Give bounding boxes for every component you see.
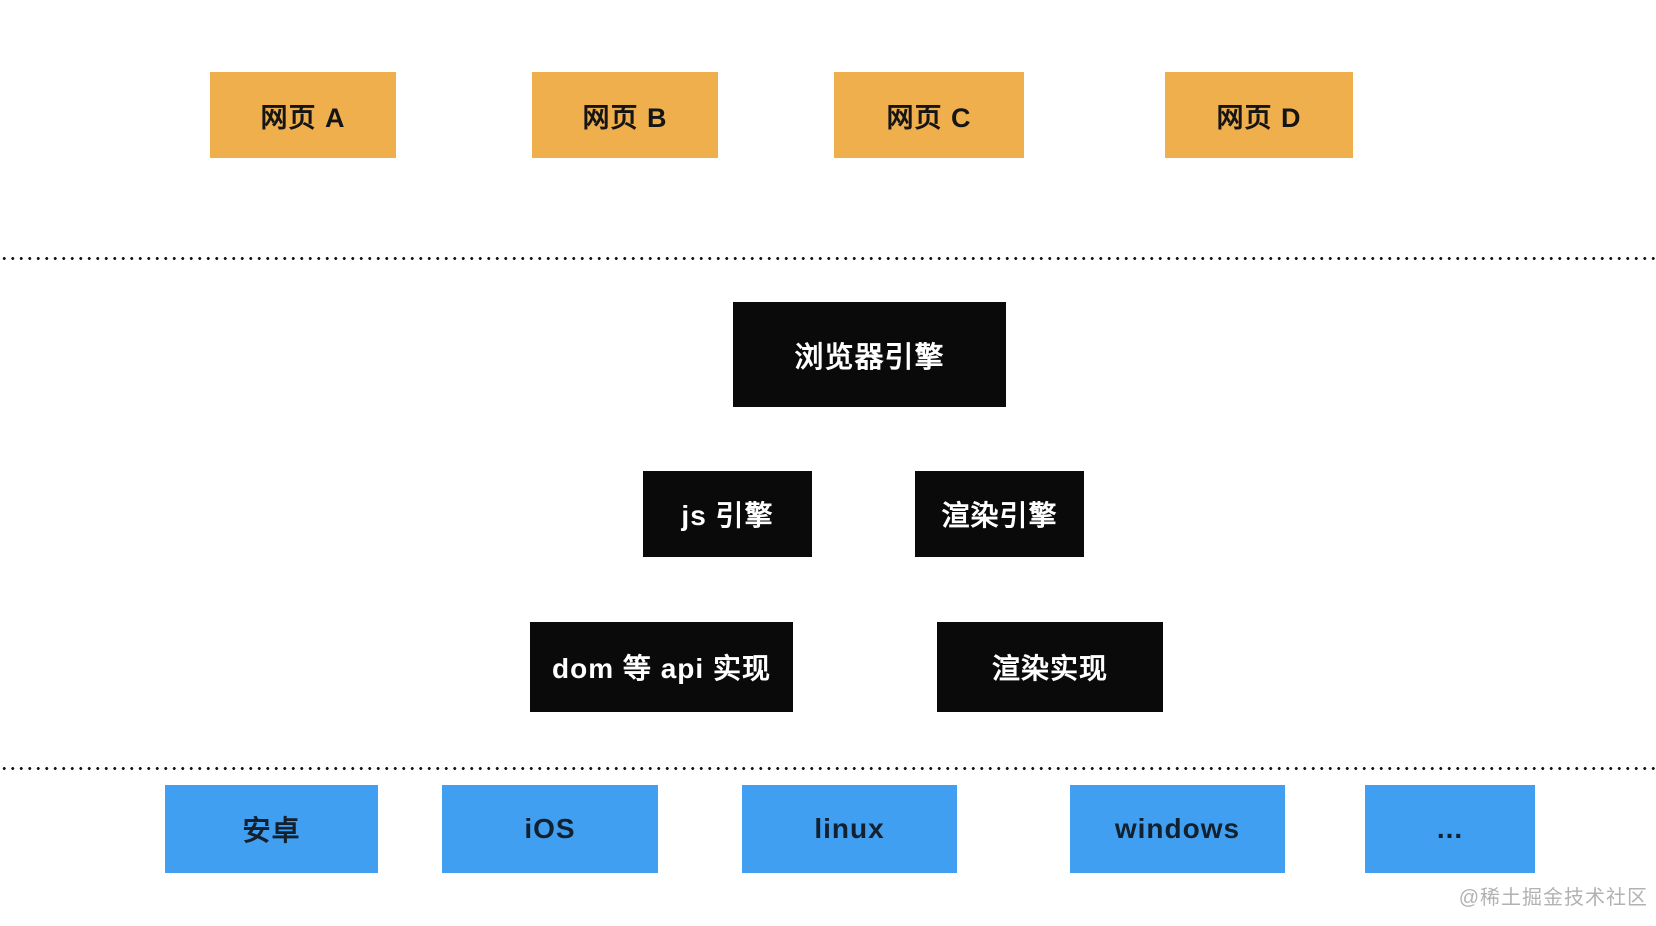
platform-box-windows: windows — [1070, 785, 1285, 873]
juejin-watermark: @稀土掘金技术社区 — [1458, 887, 1648, 909]
web-page-box-b: 网页 B — [532, 72, 718, 158]
web-page-box-a: 网页 A — [210, 72, 396, 158]
separator-top-dotted-line — [0, 256, 1656, 261]
web-page-box-c: 网页 C — [834, 72, 1024, 158]
platform-box-android: 安卓 — [165, 785, 378, 873]
platform-box-linux: linux — [742, 785, 957, 873]
render-engine-box: 渲染引擎 — [915, 471, 1084, 557]
platform-box-ios: iOS — [442, 785, 658, 873]
platform-box-ellipsis: ... — [1365, 785, 1535, 873]
web-page-box-d: 网页 D — [1165, 72, 1353, 158]
render-implementation-box: 渲染实现 — [937, 622, 1163, 712]
dom-api-implementation-box: dom 等 api 实现 — [530, 622, 793, 712]
separator-bottom-dotted-line — [0, 766, 1656, 771]
browser-engine-box: 浏览器引擎 — [733, 302, 1006, 407]
js-engine-box: js 引擎 — [643, 471, 812, 557]
